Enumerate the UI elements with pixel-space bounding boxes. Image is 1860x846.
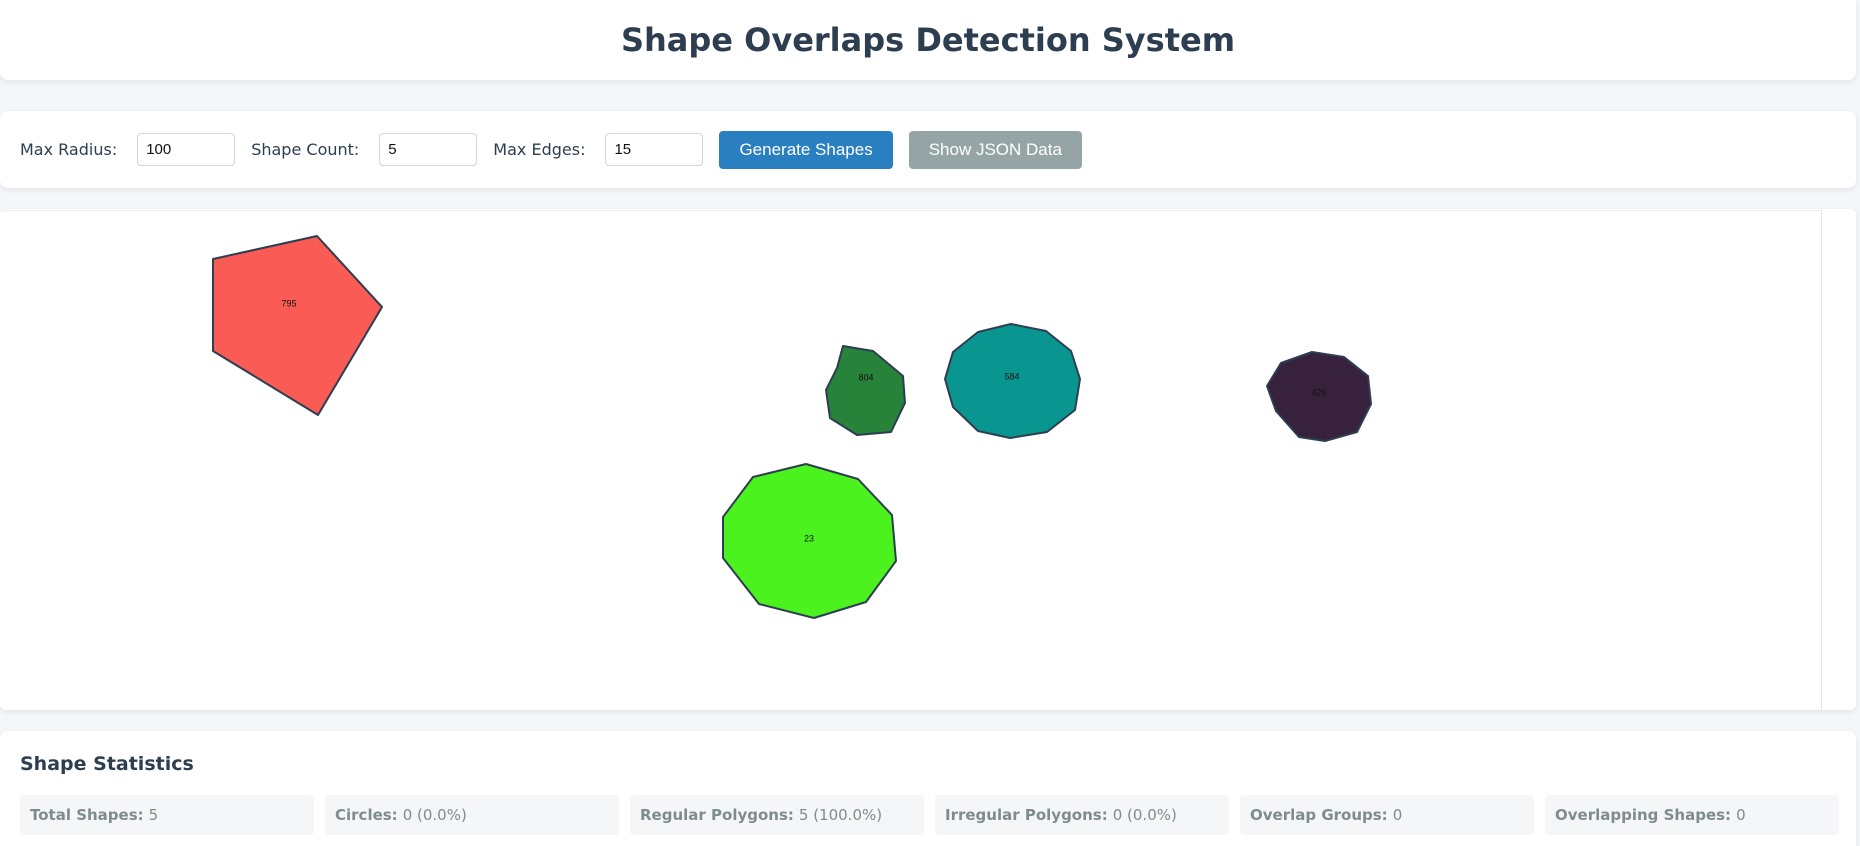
stat-label: Circles:: [335, 806, 398, 824]
stat-value: 5 (100.0%): [798, 806, 883, 824]
stat-value: 5: [148, 806, 159, 824]
shape-804-polygon: [825, 345, 906, 436]
stat-label: Overlap Groups:: [1250, 806, 1388, 824]
statistics-title: Shape Statistics: [20, 753, 194, 775]
stat-overlap-groups: Overlap Groups: 0: [1240, 795, 1534, 835]
shape-count-input[interactable]: [379, 133, 478, 166]
stat-value: 0: [1736, 806, 1746, 824]
show-json-button[interactable]: Show JSON Data: [908, 130, 1082, 169]
stat-regular-polygons: Regular Polygons: 5 (100.0%): [630, 795, 924, 835]
shape-584-label: 584: [1004, 371, 1019, 381]
stat-total-shapes: Total Shapes: 5: [20, 795, 314, 835]
stat-value: 0: [1392, 806, 1403, 824]
max-edges-input[interactable]: [605, 133, 704, 166]
stat-overlapping-shapes: Overlapping Shapes: 0: [1545, 795, 1839, 835]
stat-value: 0 (0.0%): [402, 806, 467, 824]
shape-statistics-panel: Shape Statistics Total Shapes: 5 Circles…: [0, 731, 1856, 846]
shape-canvas[interactable]: 795 804 584 426 23: [1, 210, 1822, 710]
canvas-panel: 795 804 584 426 23: [0, 209, 1856, 710]
max-radius-label: Max Radius:: [20, 140, 118, 159]
shape-804-label: 804: [858, 372, 873, 382]
shape-426[interactable]: 426: [1266, 351, 1372, 442]
stat-label: Irregular Polygons:: [945, 806, 1108, 824]
shape-584-polygon: [944, 323, 1081, 439]
max-edges-label: Max Edges:: [493, 140, 586, 159]
shape-count-label: Shape Count:: [251, 140, 360, 159]
shape-23[interactable]: 23: [722, 463, 897, 619]
shape-canvas-svg: 795 804 584 426 23: [212, 235, 1372, 619]
stat-circles: Circles: 0 (0.0%): [325, 795, 619, 835]
controls-bar: Max Radius: Shape Count: Max Edges: Gene…: [0, 111, 1856, 188]
statistics-grid: Total Shapes: 5 Circles: 0 (0.0%) Regula…: [20, 795, 1839, 835]
shape-795-polygon: [212, 235, 383, 416]
page-header: Shape Overlaps Detection System: [0, 0, 1856, 80]
shape-795[interactable]: 795: [212, 235, 383, 416]
stat-irregular-polygons: Irregular Polygons: 0 (0.0%): [935, 795, 1229, 835]
shape-426-polygon: [1266, 351, 1372, 442]
stat-value: 0 (0.0%): [1112, 806, 1177, 824]
stat-label: Overlapping Shapes:: [1555, 806, 1732, 824]
page-title: Shape Overlaps Detection System: [620, 21, 1236, 59]
max-radius-input[interactable]: [137, 133, 236, 166]
generate-shapes-button[interactable]: Generate Shapes: [719, 130, 893, 169]
shape-795-label: 795: [281, 298, 296, 308]
shape-804[interactable]: 804: [825, 345, 906, 436]
shape-23-polygon: [722, 463, 897, 619]
shape-23-label: 23: [804, 533, 814, 543]
shape-426-label: 426: [1311, 387, 1326, 397]
shape-584[interactable]: 584: [944, 323, 1081, 439]
stat-label: Regular Polygons:: [640, 806, 794, 824]
stat-label: Total Shapes:: [30, 806, 144, 824]
